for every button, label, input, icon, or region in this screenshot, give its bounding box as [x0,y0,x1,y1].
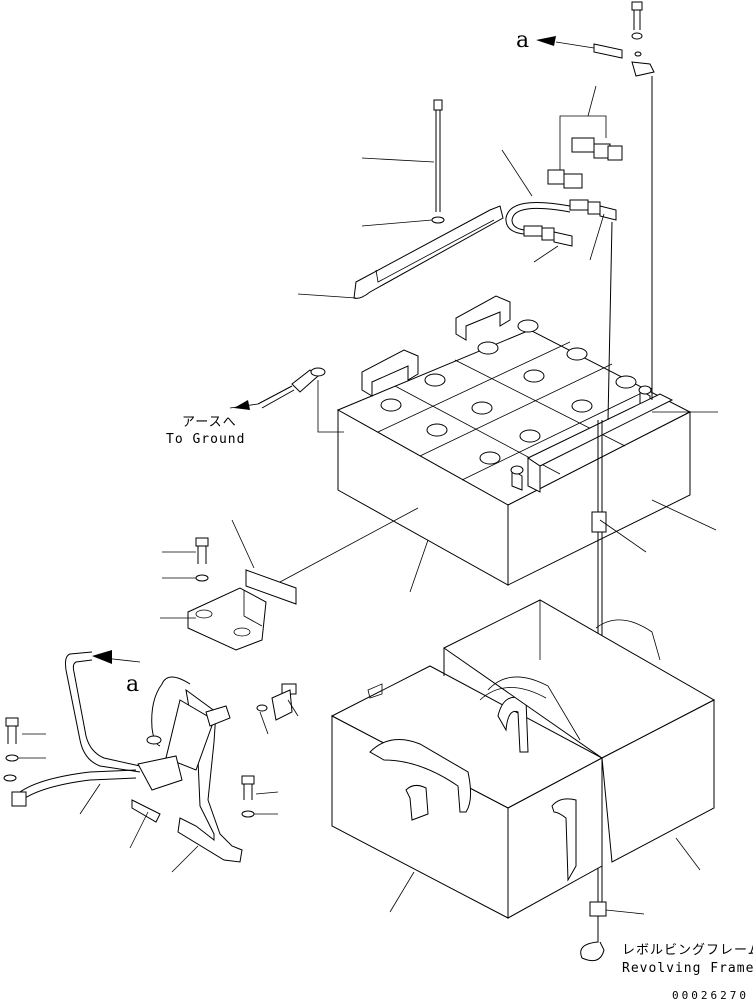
fuse-link [593,43,655,77]
battery-terminal-negative [510,465,524,491]
connector-pair [547,137,623,189]
ground-label-jp: アースへ [182,415,237,430]
frame-label-en: Revolving Frame [622,961,753,976]
terminal-cover [353,205,504,299]
drawing-number: 00026270 [672,989,749,1002]
ground-wire [257,367,344,433]
battery-cable [505,199,617,247]
long-bolt [431,99,445,224]
upper-battery [336,295,692,586]
battery-box-front [330,665,604,919]
harness-mount-bracket [165,688,243,863]
harness-connector [131,676,231,823]
arrow-heads [92,36,556,664]
bracket-plate [187,587,267,651]
warning-sticker [245,569,297,605]
ground-label-en: To Ground [166,432,246,447]
callout-a-top: a [516,28,530,53]
harness-bolts [3,683,297,818]
battery-handle-2 [455,295,511,341]
callout-a-left: a [126,672,140,697]
battery-handle-1 [361,349,419,397]
hold-down-bar [526,393,674,493]
battery-box-rear [443,599,716,866]
small-bolt [195,537,209,582]
harness-tube [11,651,141,807]
top-bolt [631,1,643,57]
cell-caps [380,319,637,465]
frame-label-jp: レボルビングフレーム [622,943,753,958]
